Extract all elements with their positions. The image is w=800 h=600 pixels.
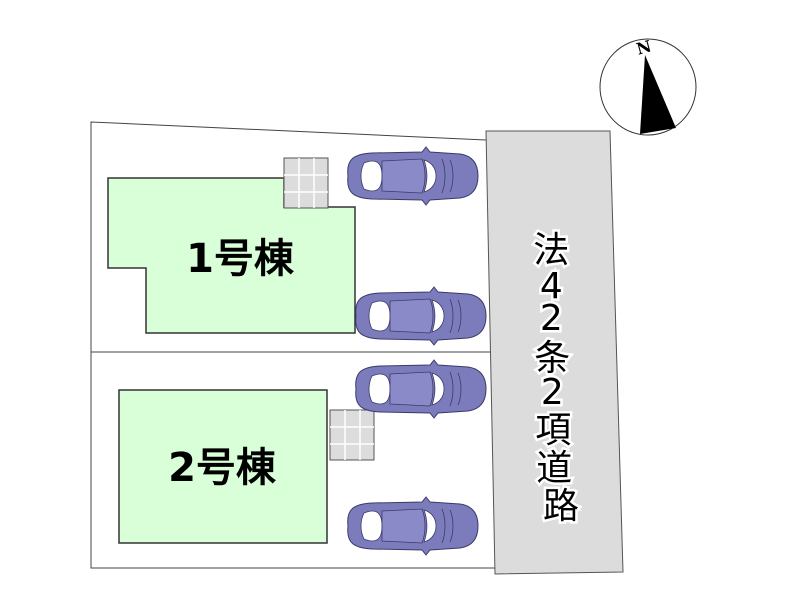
building-2 (118, 389, 328, 544)
car-icon (347, 496, 479, 556)
building-1-label: 1号棟 (186, 236, 295, 282)
lot-boundary (90, 121, 495, 569)
parking-pad-1 (283, 157, 329, 209)
building-2-label: 2号棟 (168, 445, 277, 491)
road-label: 法 4 2 条 2 項 道 路 (533, 230, 583, 527)
svg-text:N: N (634, 36, 653, 58)
car-icon (355, 286, 487, 346)
parking-pad-2 (329, 409, 375, 461)
road (485, 130, 624, 575)
car-icon (355, 359, 487, 419)
car-icon (347, 146, 479, 206)
compass-icon: N (599, 36, 697, 136)
